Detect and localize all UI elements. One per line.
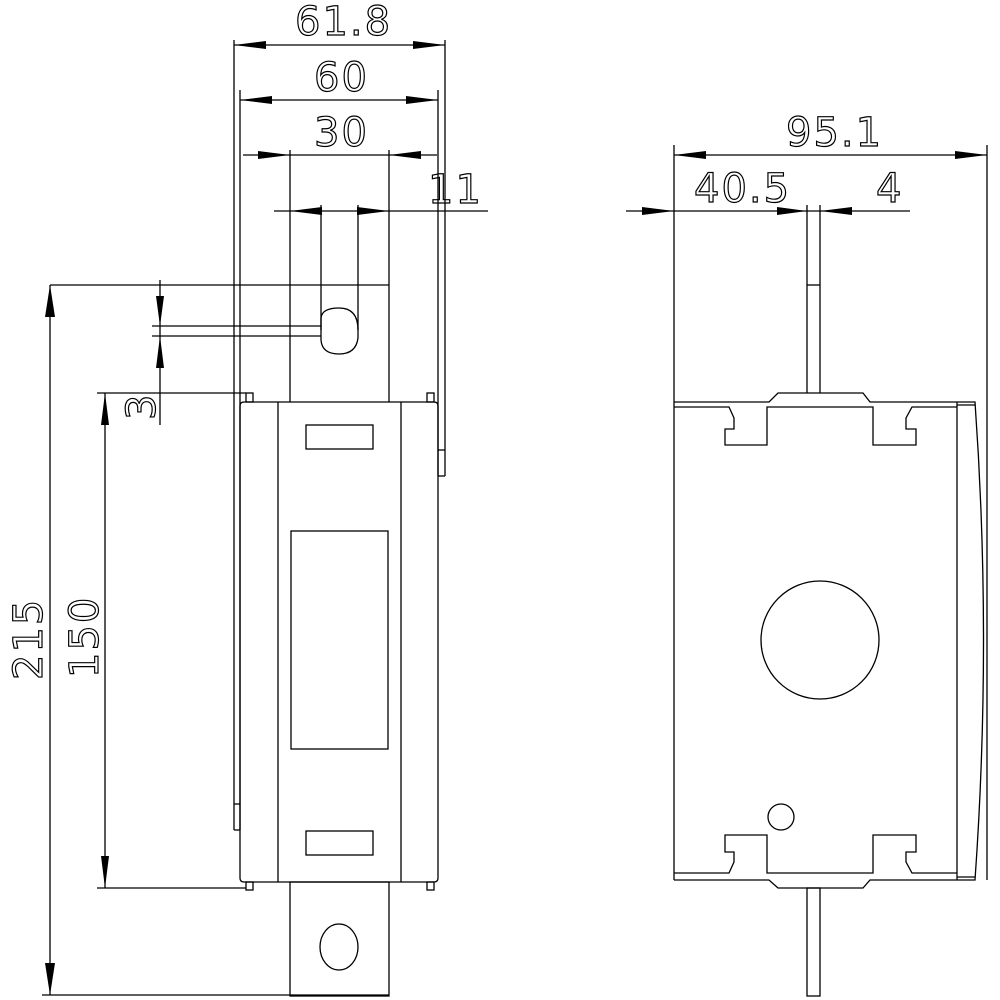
dim-215: 215	[6, 598, 52, 680]
dim-4: 4	[876, 166, 903, 212]
front-view-dimensions: 61.8 60 30 11 3 150 215	[5, 0, 488, 996]
dim-11: 11	[428, 167, 483, 213]
dim-60: 60	[314, 55, 369, 101]
dim-61-8: 61.8	[295, 0, 392, 45]
side-view	[673, 145, 988, 997]
side-view-dimensions: 95.1 40.5 4	[626, 109, 987, 215]
dim-40-5: 40.5	[694, 166, 791, 212]
dim-30: 30	[314, 110, 369, 156]
dim-150: 150	[62, 596, 108, 678]
dim-95-1: 95.1	[786, 110, 883, 156]
front-view	[50, 40, 446, 997]
dim-3: 3	[119, 393, 165, 420]
